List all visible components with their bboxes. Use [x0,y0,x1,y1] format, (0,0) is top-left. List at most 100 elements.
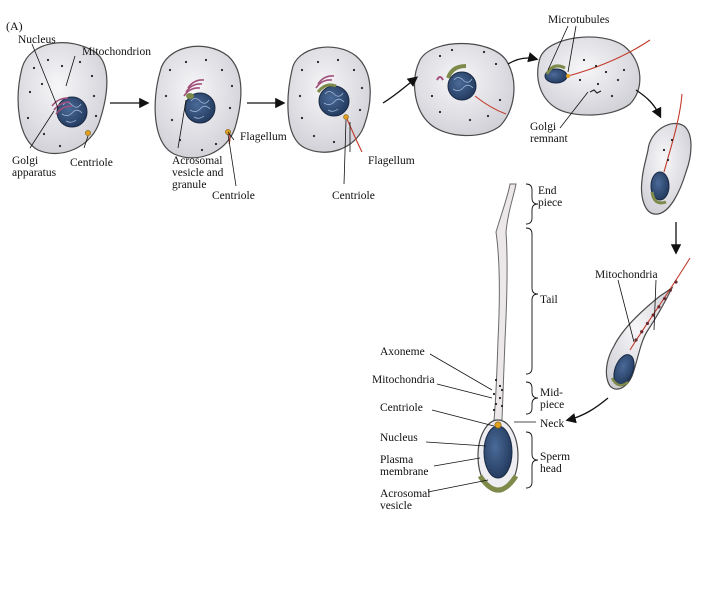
mitochondrion-dot [230,84,234,88]
mitochondrion-dot [32,66,36,70]
mitochondrion-dot [468,118,472,122]
mitochondrion-dot [78,60,82,64]
mitochondrion-dot [670,138,674,142]
mitochondrion-dot [40,82,44,86]
stage-arrows [110,52,682,424]
mitochondrion-dot [594,64,598,68]
mitochondrion-dot [492,408,496,412]
label-centriole-1: Centriole [70,157,113,169]
stage-4-golgi [436,76,444,81]
mitochondrion-dot [178,138,182,142]
mitochondrion-bead [645,321,650,326]
stage-2-golgi [183,79,205,97]
stage-7-cell [605,257,691,390]
stage-5-cell [537,36,651,116]
stage-5-acrosome [545,64,566,75]
stage-1-nucleus [56,96,88,128]
mitochondrion-dot [450,48,454,52]
stage-6-acrosome [650,191,667,205]
mature-sperm [477,183,519,493]
mitochondrion-bead [668,288,672,292]
mitochondrion-dot [500,388,504,392]
stage-4-nucleus [447,71,477,101]
label-end-piece: End piece [538,185,563,209]
mitochondrion-dot [360,86,364,90]
region-braces [525,183,539,489]
mitochondrion-dot [596,82,600,86]
mitochondrion-dot [26,116,30,120]
label-acrosomal-vesicle: Acrosomal vesicle [380,488,431,512]
mitochondrion-dot [94,114,98,118]
label-golgi-apparatus: Golgi apparatus [12,155,57,179]
mitochondrion-dot [58,144,62,148]
mitochondrion-dot [164,94,168,98]
stage-3-acrosome [316,83,337,93]
mitochondria-dots [26,48,678,412]
mitochondrion-dot [300,68,304,72]
mitochondrion-dot [498,384,502,388]
mitochondrion-bead [634,338,638,342]
stage-4-flagellum [474,95,507,115]
mitochondrion-dot [438,54,442,58]
label-flagellum-2: Flagellum [240,131,287,143]
mitochondrion-bead [651,313,655,317]
mitochondrion-dot [486,114,490,118]
mitochondrion-dot [494,378,498,382]
label-mitochondria-stage: Mitochondria [595,269,658,281]
stage-4-acrosome [446,64,467,79]
mitochondrion-dot [336,58,340,62]
mitochondrion-dot [200,148,204,152]
stage-6-cell [640,93,692,215]
mitochondrion-bead [640,330,644,334]
mitochondrion-dot [90,74,94,78]
mitochondrion-bead [657,305,661,309]
label-mitochondria-sperm: Mitochondria [372,374,435,386]
panel-label: (A) [6,19,23,33]
mitochondrion-bead [662,296,667,301]
label-axoneme: Axoneme [380,346,425,358]
mitochondrion-dot [582,58,586,62]
label-nucleus-sperm: Nucleus [380,432,418,444]
stage-4-cell [413,43,515,137]
label-acrosomal-vesicle-granule: Acrosomal vesicle and granule [172,155,224,191]
mitochondrion-dot [662,148,666,152]
mitochondrion-dot [604,70,608,74]
mitochondrion-dot [184,60,188,64]
mitochondrion-dot [316,60,320,64]
mitochondrion-dot [228,106,232,110]
mitochondrion-dot [358,108,362,112]
stage-3-cell [287,46,371,153]
mitochondrion-dot [482,50,486,54]
stage-1-centriole [85,130,91,136]
label-flagellum-3: Flagellum [368,155,415,167]
mitochondrion-dot [498,396,502,400]
mitochondrion-dot [610,94,614,98]
mitochondrion-dot [168,68,172,72]
sperm-nucleus [483,425,513,479]
mitochondrion-dot [332,140,336,144]
stage-5-flagellum [567,39,651,77]
mitochondrion-dot [438,110,442,114]
stage-6-flagellum [663,93,683,173]
mitochondrion-dot [430,94,434,98]
mitochondrion-dot [578,78,582,82]
mitochondrion-dot [622,68,626,72]
label-nucleus: Nucleus [18,34,56,46]
stage-6-nucleus [650,171,670,201]
label-mid-piece: Mid- piece [540,387,565,411]
mitochondrion-dot [312,134,316,138]
stage-3-nucleus [318,85,350,117]
mitochondrion-dot [500,404,504,408]
mitochondrion-dot [46,58,50,62]
mitochondrion-dot [498,98,502,102]
stage-5-golgi-remnant [589,89,602,94]
label-centriole-2: Centriole [212,190,255,202]
mitochondrion-dot [28,90,32,94]
mitochondrion-dot [494,62,498,66]
label-neck: Neck [540,418,565,430]
mitochondrion-bead [674,280,678,284]
sperm-acrosome [477,474,519,493]
mitochondrion-dot [492,392,496,396]
